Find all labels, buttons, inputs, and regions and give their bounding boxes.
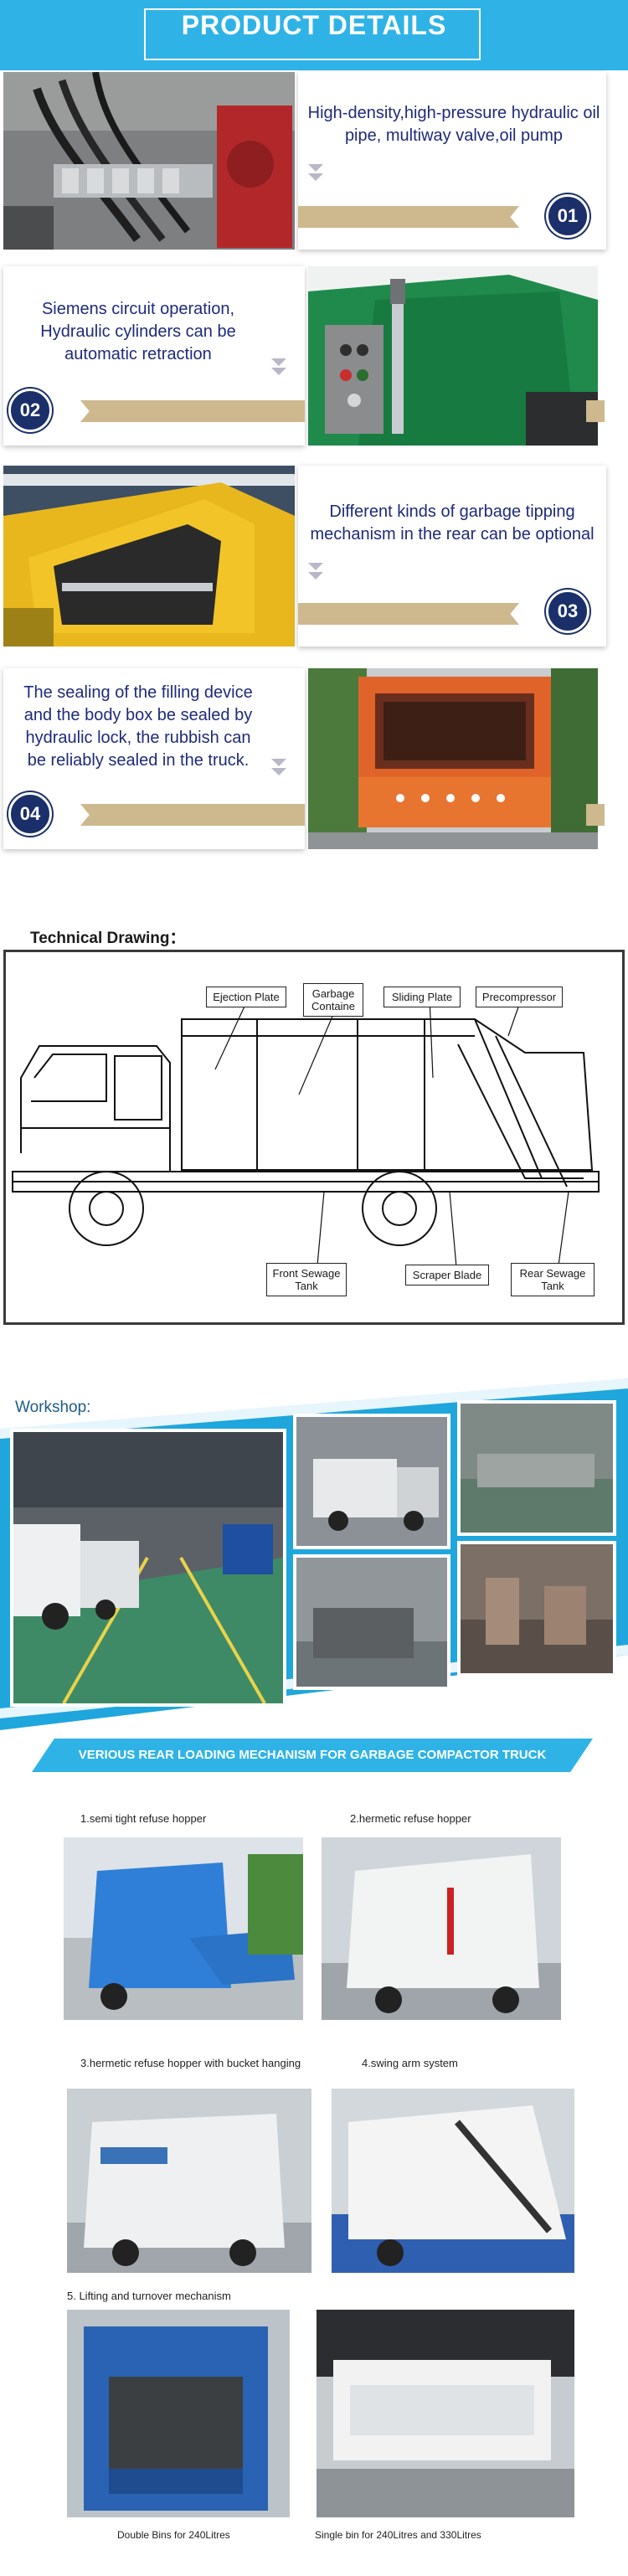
feature-01-ribbon [298, 206, 519, 228]
mechanism-caption-3: 3.hermetic refuse hopper with bucket han… [80, 2057, 301, 2069]
callout-rear-sewage-tank: Rear Sewage Tank [511, 1263, 595, 1296]
feature-03-photo [3, 466, 295, 647]
header-frame [144, 8, 481, 60]
mechanism-photo-5 [67, 2310, 290, 2517]
callout-ejection-plate: Ejection Plate [206, 987, 286, 1007]
feature-03-badge: 03 [546, 590, 589, 633]
feature-04-text: The sealing of the filling device and th… [23, 683, 253, 770]
technical-drawing-label: Technical Drawing： [30, 930, 186, 947]
workshop-photo-4 [293, 1554, 450, 1690]
rear-loading-banner [32, 1739, 593, 1772]
feature-02-ribbon-tail [586, 400, 605, 422]
callout-scraper-blade: Scraper Blade [405, 1265, 489, 1285]
callout-front-sewage-tank: Front Sewage Tank [266, 1263, 347, 1296]
mechanism-caption-4: 4.swing arm system [362, 2057, 458, 2069]
workshop-main-photo [10, 1429, 286, 1707]
page-title: PRODUCT DETAILS [181, 10, 447, 40]
mechanism-caption-1: 1.semi tight refuse hopper [80, 1812, 207, 1825]
feature-04-ribbon-tail [586, 804, 605, 826]
feature-02-text: Siemens circuit operation, Hydraulic cyl… [40, 300, 236, 363]
mechanism-photo-2 [322, 1837, 561, 2020]
feature-04-photo [308, 668, 598, 849]
feature-03-text: Different kinds of garbage tipping mecha… [310, 502, 595, 544]
bin-caption-single: Single bin for 240Litres and 330Litres [315, 2529, 481, 2541]
feature-02-photo [308, 266, 598, 446]
truck-line-drawing [12, 997, 600, 1268]
feature-02-ribbon [80, 400, 305, 422]
workshop-photo-2 [293, 1414, 450, 1549]
feature-01-photo [3, 72, 295, 250]
rear-loading-title: VERIOUS REAR LOADING MECHANISM FOR GARBA… [78, 1748, 547, 1762]
callout-sliding-plate: Sliding Plate [383, 987, 461, 1007]
workshop-photo-3 [457, 1400, 616, 1536]
feature-04-arrows [271, 759, 288, 777]
callout-precompressor: Precompressor [476, 987, 563, 1007]
mechanism-photo-3 [67, 2089, 311, 2273]
bin-caption-double: Double Bins for 240Litres [117, 2529, 230, 2541]
feature-04-badge: 04 [8, 792, 52, 836]
mechanism-photo-6 [317, 2310, 574, 2517]
feature-03-ribbon [298, 603, 519, 625]
feature-03-arrows [308, 563, 325, 581]
workshop-photo-5 [457, 1541, 616, 1677]
mechanism-caption-2: 2.hermetic refuse hopper [350, 1812, 471, 1825]
workshop-label: Workshop: [15, 1399, 91, 1416]
feature-01-badge: 01 [546, 194, 589, 238]
mechanism-photo-1 [64, 1837, 303, 2020]
feature-01-arrows [308, 164, 325, 183]
mechanism-photo-4 [332, 2089, 574, 2273]
feature-02-badge: 02 [8, 389, 52, 432]
callout-garbage-container: Garbage Containe [303, 983, 363, 1017]
header-banner: PRODUCT DETAILS [0, 0, 628, 70]
feature-01-text: High-density,high-pressure hydraulic oil… [307, 104, 600, 145]
feature-04-ribbon [80, 804, 305, 826]
feature-02-arrows [271, 358, 288, 377]
mechanism-caption-5: 5. Lifting and turnover mechanism [67, 2290, 231, 2302]
